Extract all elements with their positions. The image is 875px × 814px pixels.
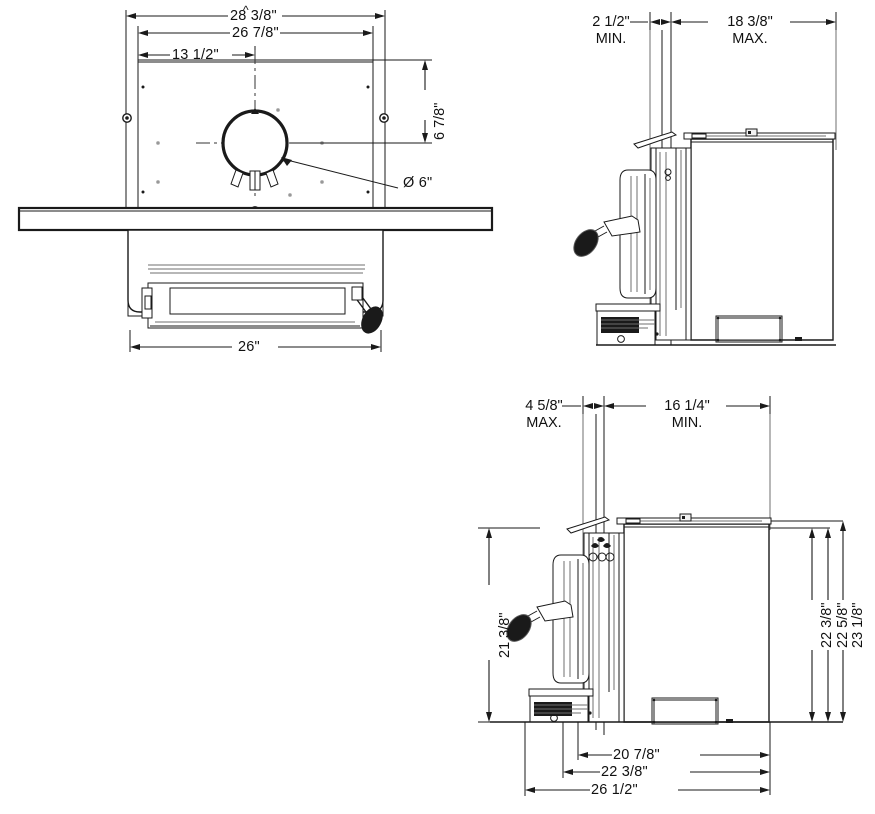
overall-width-caret-mark: ^	[243, 3, 249, 17]
dim-handle-height: 21 3/8"	[497, 612, 513, 658]
dim-flue-diameter: Ø 6"	[403, 175, 433, 191]
brand-logo-icon	[588, 537, 615, 562]
dim-height-a: 22 3/8"	[819, 602, 835, 648]
dim-overall-width: 28 3/8"	[230, 8, 277, 24]
dim-height-b: 22 5/8"	[835, 602, 851, 648]
dim-rear-clearance-note: MIN.	[595, 31, 627, 47]
dim-depth-b: 22 3/8"	[601, 764, 648, 780]
dim-depth-c: 26 1/2"	[591, 782, 638, 798]
dim-depth-offset: 6 7/8"	[432, 102, 448, 140]
side-lower-view-group	[478, 396, 846, 796]
dim-height-c: 23 1/8"	[850, 602, 866, 648]
dim-front-overhang-note: MAX.	[526, 415, 562, 431]
dim-upper-body-depth-note: MAX.	[732, 31, 768, 47]
dim-front-width: 26"	[238, 339, 260, 355]
dim-depth-a: 20 7/8"	[613, 747, 660, 763]
side-upper-view-group	[573, 12, 837, 346]
plan-view-group	[17, 10, 494, 352]
dim-rear-clearance: 2 1/2"	[592, 14, 630, 30]
dim-upper-body-depth: 18 3/8"	[727, 14, 773, 30]
dim-lower-body-depth-note: MIN.	[671, 415, 703, 431]
dim-center-offset: 13 1/2"	[172, 47, 219, 63]
dim-lower-body-depth: 16 1/4"	[664, 398, 710, 414]
dim-front-overhang: 4 5/8"	[525, 398, 563, 414]
dim-panel-width: 26 7/8"	[232, 25, 279, 41]
